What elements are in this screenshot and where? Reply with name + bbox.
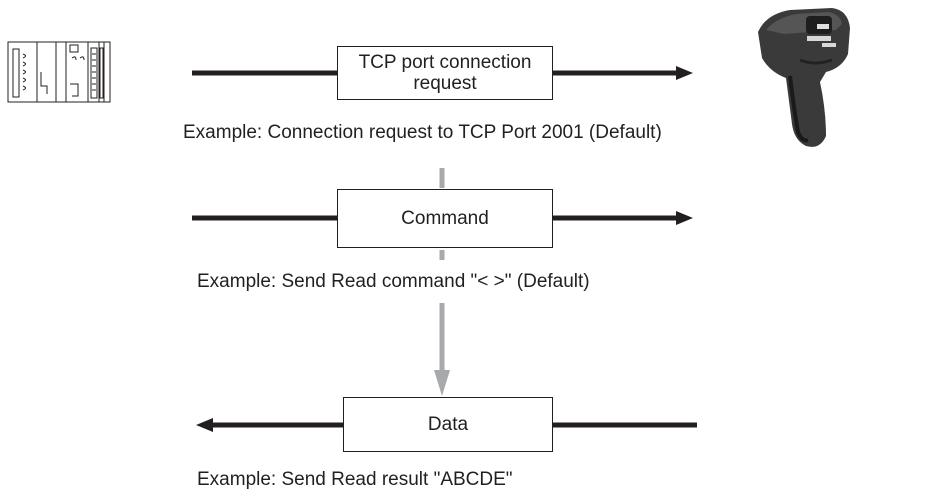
- flow-arrowhead: [434, 370, 450, 396]
- command-box: Command: [337, 189, 553, 248]
- arrow-head-connection: [676, 66, 693, 80]
- connection-request-box: TCP port connection request: [337, 46, 553, 100]
- arrow-head-data: [196, 418, 213, 432]
- connection-example-caption: Example: Connection request to TCP Port …: [183, 122, 662, 143]
- data-example-caption: Example: Send Read result "ABCDE": [197, 469, 513, 490]
- handheld-barcode-reader-icon: [758, 8, 850, 147]
- data-box: Data: [343, 397, 553, 452]
- connection-request-label: TCP port connection request: [358, 52, 532, 94]
- data-label: Data: [427, 414, 469, 435]
- command-label: Command: [401, 208, 489, 229]
- plc-controller-icon: [7, 41, 111, 103]
- command-example-caption: Example: Send Read command "< >" (Defaul…: [197, 271, 590, 292]
- arrow-head-command: [676, 211, 693, 225]
